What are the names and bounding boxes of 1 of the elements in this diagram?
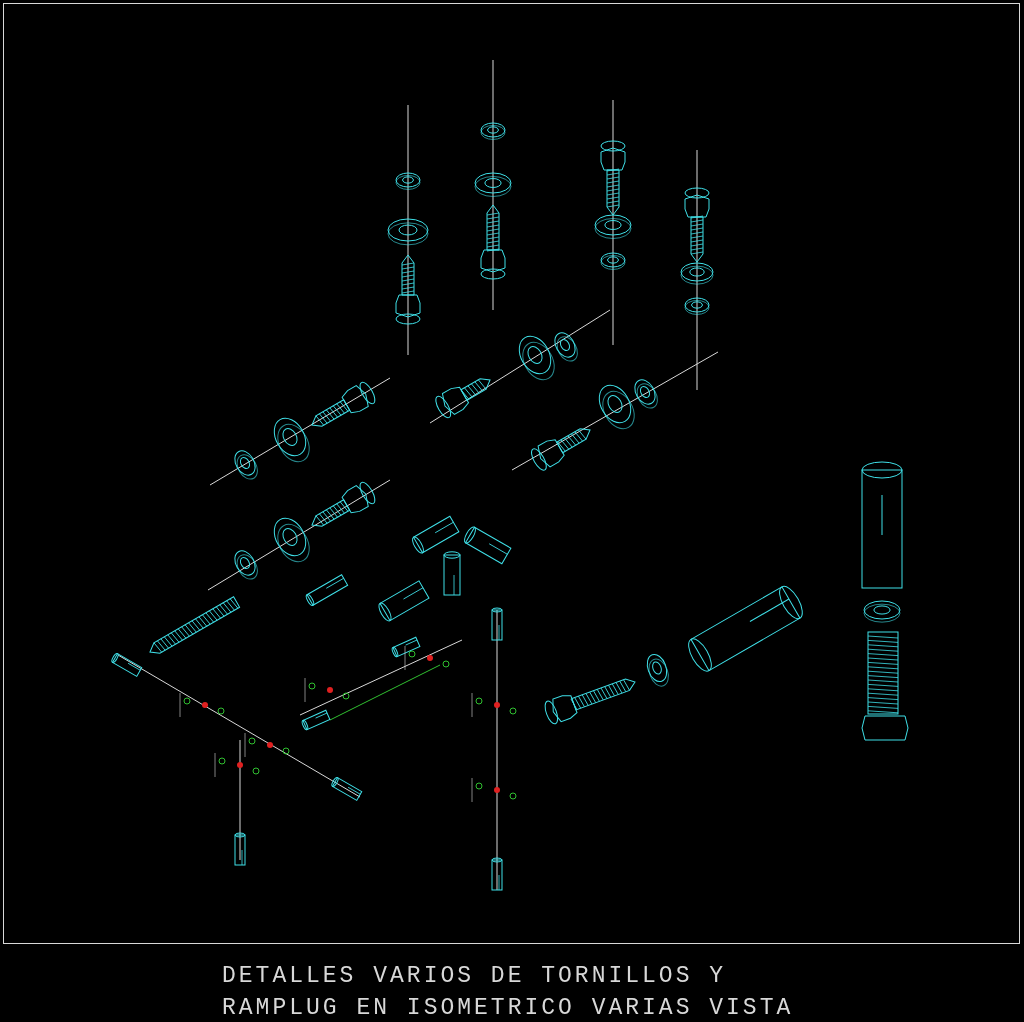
drawing-caption: DETALLES VARIOS DE TORNILLOS Y RAMPLUG EN ISOMETRICO VARIAS VISTA <box>222 962 795 1022</box>
